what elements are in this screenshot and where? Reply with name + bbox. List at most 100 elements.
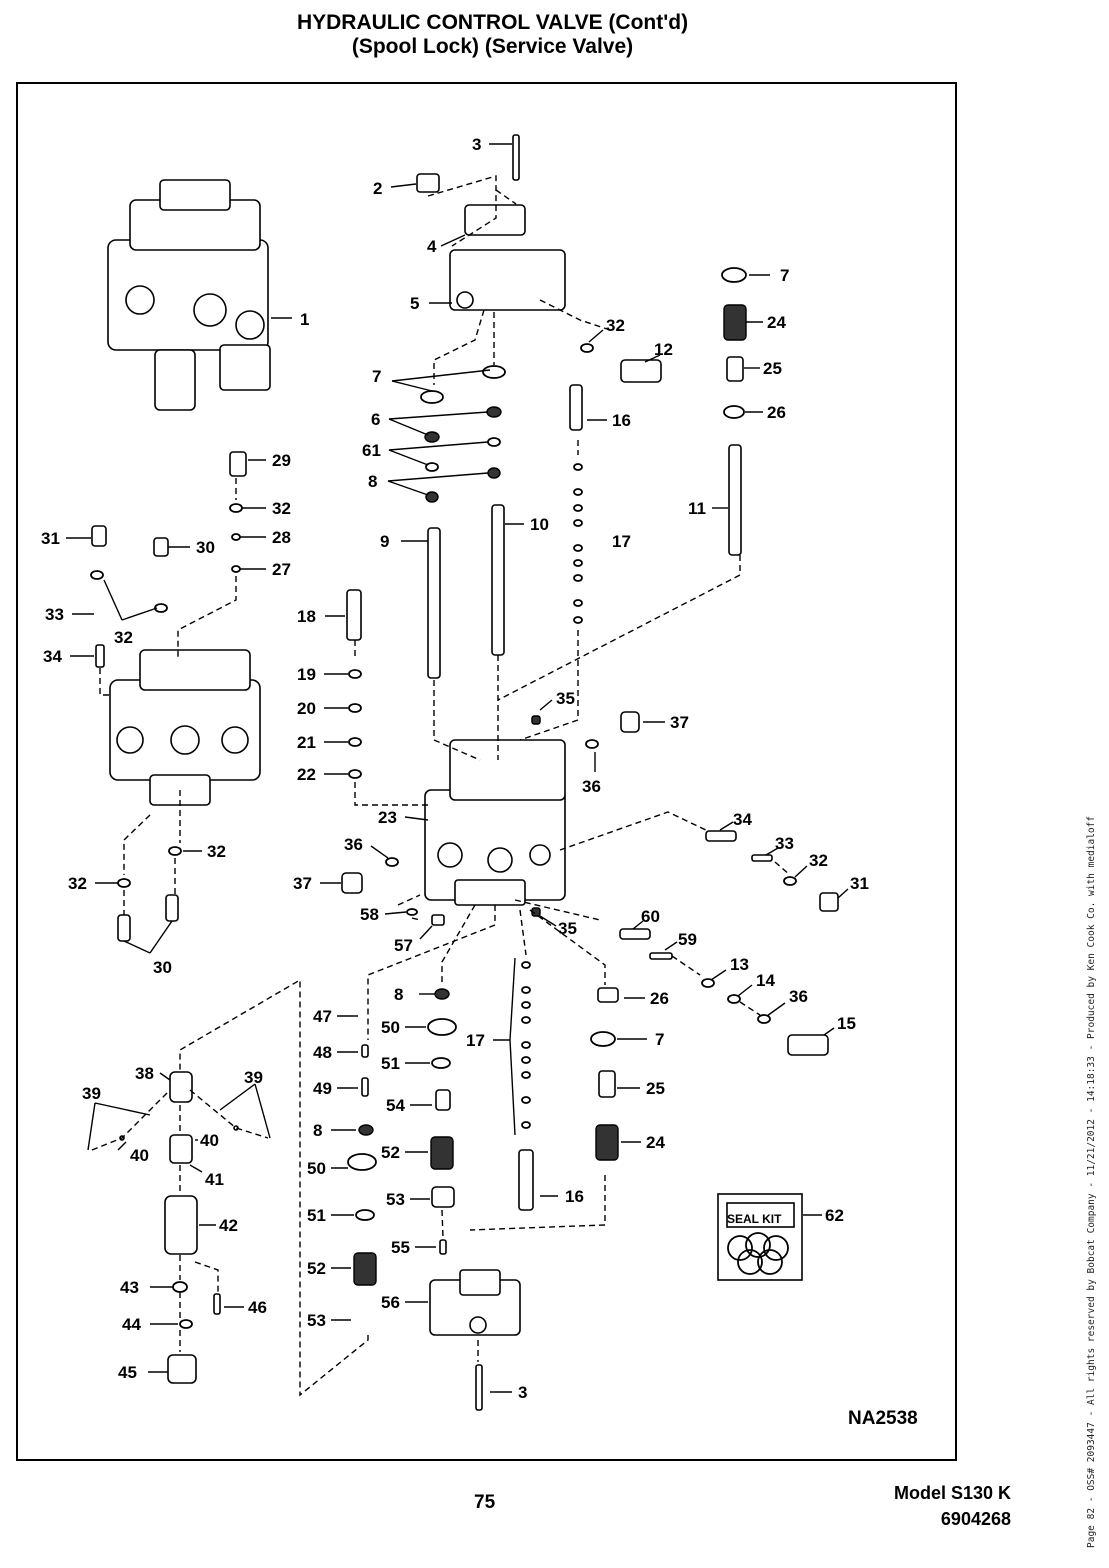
callout-19: 19	[297, 665, 316, 684]
callout-34b: 34	[733, 810, 752, 829]
callout-61: 61	[362, 441, 381, 460]
callout-36a: 36	[582, 777, 601, 796]
callout-38: 38	[135, 1064, 154, 1083]
page-number: 75	[474, 1492, 496, 1513]
callout-56: 56	[381, 1293, 400, 1312]
assembly-lines	[91, 175, 791, 1397]
callout-62: 62	[825, 1206, 844, 1225]
callout-1: 1	[300, 310, 309, 329]
callout-8c: 8	[313, 1121, 322, 1140]
callout-57: 57	[394, 936, 413, 955]
callout-27: 27	[272, 560, 291, 579]
seal-column-upper	[573, 463, 583, 624]
callout-18: 18	[297, 607, 316, 626]
callout-12: 12	[654, 340, 673, 359]
seal-kit-box: SEAL KIT	[717, 1193, 803, 1281]
callout-28: 28	[272, 528, 291, 547]
callout-39b: 39	[244, 1068, 263, 1087]
callout-11: 11	[688, 499, 706, 518]
callout-25a: 25	[763, 359, 782, 378]
callout-8b: 8	[394, 985, 403, 1004]
callout-53b: 53	[307, 1311, 326, 1330]
callout-24a: 24	[767, 313, 786, 332]
callout-17b: 17	[466, 1031, 485, 1050]
callout-51b: 51	[307, 1206, 326, 1225]
spools	[346, 384, 742, 1211]
springs	[353, 304, 747, 1286]
service-valve-block	[109, 649, 261, 806]
callout-45: 45	[118, 1363, 137, 1382]
callout-51a: 51	[381, 1054, 400, 1073]
callout-36b: 36	[344, 835, 363, 854]
callout-53a: 53	[386, 1190, 405, 1209]
diagram-frame	[16, 82, 957, 1461]
callout-40a: 40	[200, 1131, 219, 1150]
callout-37a: 37	[670, 713, 689, 732]
callout-16b: 16	[565, 1187, 584, 1206]
callout-34a: 34	[43, 647, 62, 666]
title-line-1: HYDRAULIC CONTROL VALVE (Cont'd)	[296, 11, 689, 34]
callout-20: 20	[297, 699, 316, 718]
callout-32d: 32	[68, 874, 87, 893]
callout-32c: 32	[207, 842, 226, 861]
callout-14: 14	[756, 971, 775, 990]
callout-59: 59	[678, 930, 697, 949]
leader-lines	[66, 143, 849, 1393]
callout-16a: 16	[612, 411, 631, 430]
callout-42: 42	[219, 1216, 238, 1235]
callout-43: 43	[120, 1278, 139, 1297]
title-line-2: (Spool Lock) (Service Valve)	[351, 35, 634, 58]
callout-50b: 50	[307, 1159, 326, 1178]
callout-32e: 32	[606, 316, 625, 335]
callout-47: 47	[313, 1007, 332, 1026]
callout-48: 48	[313, 1043, 332, 1062]
callout-15: 15	[837, 1014, 856, 1033]
callout-31a: 31	[41, 529, 60, 548]
callout-26b: 26	[650, 989, 669, 1008]
callout-55: 55	[391, 1238, 410, 1257]
callout-44: 44	[122, 1315, 141, 1334]
main-valve-body	[424, 739, 566, 906]
callout-30a: 30	[196, 538, 215, 557]
callout-31b: 31	[850, 874, 869, 893]
sidebar-footer-text: Page 82 - OSS# 2093447 - All rights rese…	[1086, 815, 1097, 1548]
seal-column-lower	[521, 961, 531, 1129]
callout-13: 13	[730, 955, 749, 974]
callout-2: 2	[373, 179, 382, 198]
valve-assembly-overview	[107, 179, 271, 411]
callout-26a: 26	[767, 403, 786, 422]
seal-kit-label: SEAL KIT	[727, 1212, 782, 1226]
model-info: Model S130 K 6904268	[894, 1480, 1011, 1532]
callout-50a: 50	[381, 1018, 400, 1037]
callout-32f: 32	[809, 851, 828, 870]
callout-54: 54	[386, 1096, 405, 1115]
callout-60: 60	[641, 907, 660, 926]
callout-22: 22	[297, 765, 316, 784]
callout-49: 49	[313, 1079, 332, 1098]
callout-5: 5	[410, 294, 419, 313]
fittings	[91, 134, 839, 1411]
callout-30b: 30	[153, 958, 172, 977]
drawing-number: NA2538	[848, 1408, 918, 1429]
callout-21: 21	[297, 733, 316, 752]
callout-52b: 52	[307, 1259, 326, 1278]
callout-10: 10	[530, 515, 549, 534]
callout-37b: 37	[293, 874, 312, 893]
callout-9: 9	[380, 532, 389, 551]
spool-cap-block	[429, 1269, 521, 1336]
callout-29: 29	[272, 451, 291, 470]
callout-17a: 17	[612, 532, 631, 551]
callout-52a: 52	[381, 1143, 400, 1162]
spool-lock-block	[449, 204, 566, 311]
callout-36c: 36	[789, 987, 808, 1006]
callout-8a: 8	[368, 472, 377, 491]
callout-33b: 33	[775, 834, 794, 853]
callout-32a: 32	[272, 499, 291, 518]
callout-58: 58	[360, 905, 379, 924]
callout-40b: 40	[130, 1146, 149, 1165]
callout-3b: 3	[518, 1383, 527, 1402]
model-name: Model S130 K	[893, 1483, 1011, 1503]
callout-7a: 7	[372, 367, 381, 386]
callout-33a: 33	[45, 605, 64, 624]
